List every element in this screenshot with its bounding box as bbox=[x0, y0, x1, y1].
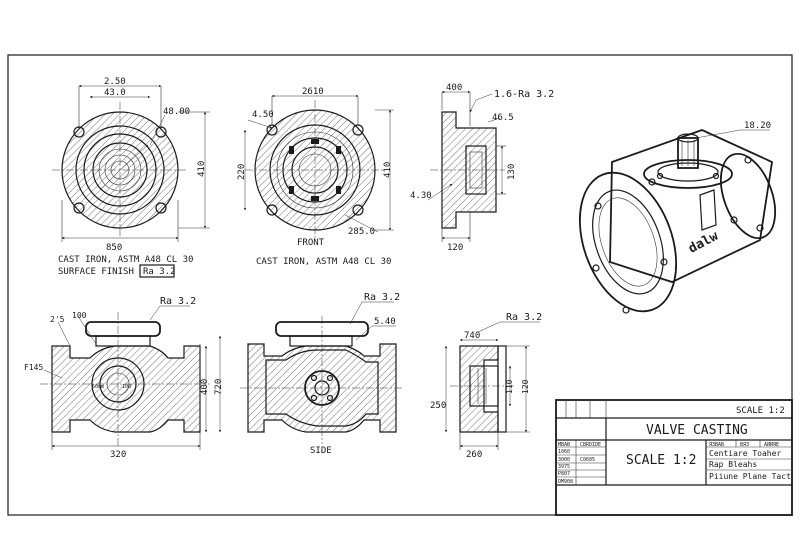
dim-label: 2610 bbox=[302, 87, 324, 97]
dim-label: 740 bbox=[464, 331, 480, 341]
finish-value: Ra 3.2 bbox=[143, 267, 176, 277]
dim-label: 250 bbox=[430, 401, 446, 411]
rev-row: DM908 bbox=[558, 479, 573, 485]
rev-col2: C0605 bbox=[580, 457, 595, 463]
dim-label: 410 bbox=[383, 162, 393, 178]
finish-callout: Ra 3.2 bbox=[364, 292, 400, 303]
sheet-border bbox=[7, 54, 793, 516]
dim-label: 400 bbox=[446, 83, 462, 93]
dim-label: 5.40 bbox=[374, 317, 396, 327]
rev-row: 3975 bbox=[558, 464, 570, 470]
body-side-view: Ra 3.2 5.40 SIDE bbox=[240, 292, 404, 456]
dim-label: 48.00 bbox=[163, 107, 190, 117]
valve-isometric-view: 18.20 dalw bbox=[578, 121, 777, 314]
finish-callout: Ra 3.2 bbox=[160, 296, 196, 307]
dim-label: 260 bbox=[466, 450, 482, 460]
scale-main: SCALE 1:2 bbox=[626, 453, 696, 468]
flange-top-view: 2.50 43.0 48.00 410 850 CAST IRON, ASTM … bbox=[52, 77, 210, 278]
header-cell: АИИЯЕ bbox=[764, 442, 779, 448]
dim-label: 100 bbox=[122, 384, 131, 390]
dim-label: 285.0 bbox=[348, 227, 375, 237]
dim-label: 46.5 bbox=[492, 113, 514, 123]
drawing-title: VALVE CASTING bbox=[646, 423, 748, 438]
dim-label: 720 bbox=[214, 379, 224, 395]
dim-label: 120 bbox=[447, 243, 463, 253]
dim-label: 4.30 bbox=[410, 191, 432, 201]
dim-label: 2.50 bbox=[104, 77, 126, 87]
dim-label: 50mm bbox=[92, 384, 104, 390]
flange-front-view: 2610 4.50 220 410 285.0 FRONT CAST IRON,… bbox=[237, 87, 394, 267]
scale-top: SCALE 1:2 bbox=[736, 406, 785, 416]
view-label: FRONT bbox=[297, 238, 325, 248]
dim-label: 320 bbox=[110, 450, 126, 460]
body-section-left: Ra 3.2 2'5 100 F145 50mm 100 400 720 320 bbox=[24, 296, 224, 460]
dim-label: 120 bbox=[521, 379, 530, 394]
rev-row: MBAB bbox=[558, 442, 570, 448]
dim-label: F145 bbox=[24, 363, 43, 372]
dim-label: 110 bbox=[505, 379, 514, 394]
info-line: Rap Bleahs bbox=[709, 460, 757, 469]
finish-callout: Ra 3.2 bbox=[506, 312, 542, 323]
small-section-view: Ra 3.2 740 110 120 250 260 bbox=[430, 312, 542, 460]
info-line: Centiare Toaher bbox=[709, 449, 781, 458]
dim-label: 2'5 bbox=[50, 315, 65, 324]
view-label: SIDE bbox=[310, 446, 332, 456]
dim-label: 100 bbox=[72, 311, 87, 320]
rev-col2: CBRDIDE bbox=[580, 442, 601, 448]
dim-label: 43.0 bbox=[104, 88, 126, 98]
dim-label: 400 bbox=[200, 379, 210, 395]
dim-label: 850 bbox=[106, 243, 122, 253]
info-line: Piiune Plane Tact bbox=[709, 472, 791, 481]
flange-section-view: 400 1.6-Ra 3.2 46.5 130 4.30 120 bbox=[410, 83, 554, 253]
finish-box bbox=[139, 264, 175, 278]
header-cell: ВЯЗ bbox=[740, 442, 749, 448]
header-cell: ЯЗВАВ bbox=[709, 442, 724, 448]
dim-label: 130 bbox=[507, 164, 517, 180]
rev-row: 1060 bbox=[558, 449, 570, 455]
dim-label: 18.20 bbox=[744, 121, 771, 131]
brand-text: dalw bbox=[686, 229, 721, 257]
finish-callout: 1.6-Ra 3.2 bbox=[494, 89, 554, 100]
material-note: CAST IRON, ASTM A48 CL 30 bbox=[58, 255, 193, 265]
finish-note: SURFACE FINISH bbox=[58, 267, 134, 277]
dim-label: 410 bbox=[197, 161, 207, 177]
rev-row: P807 bbox=[558, 471, 570, 477]
title-block: SCALE 1:2 VALVE CASTING SCALE 1:2 ЯЗВАВ … bbox=[555, 399, 793, 516]
rev-row: 3000 bbox=[558, 457, 570, 463]
dim-label: 4.50 bbox=[252, 110, 274, 120]
dim-label: 220 bbox=[237, 164, 247, 180]
material-note: CAST IRON, ASTM A48 CL 30 bbox=[256, 257, 391, 267]
